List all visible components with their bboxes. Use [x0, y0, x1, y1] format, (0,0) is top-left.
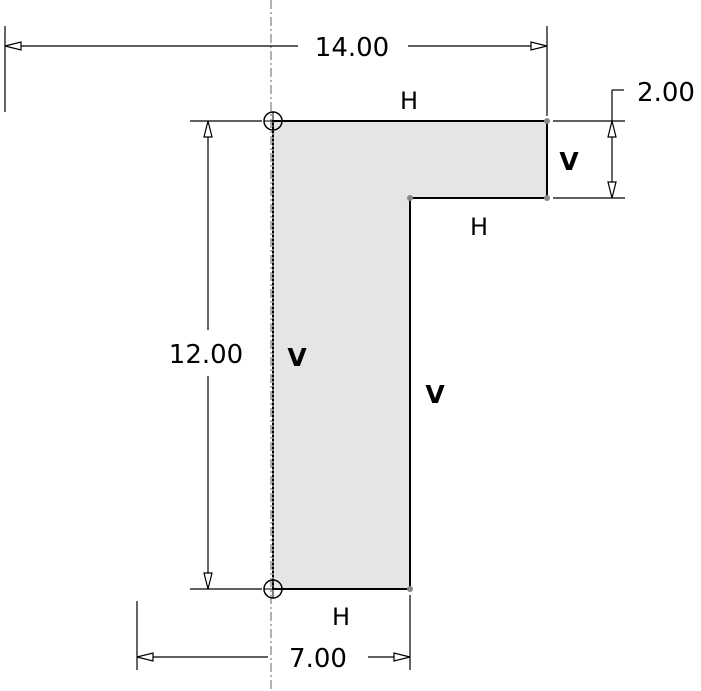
l-profile-shape[interactable]	[272, 120, 548, 590]
coincident-marker-bottom[interactable]	[263, 579, 283, 599]
dimension-flange-thickness[interactable]: 2.00	[553, 78, 695, 199]
vertex-point[interactable]	[544, 118, 550, 124]
constraint-horizontal-top[interactable]: H	[400, 87, 418, 115]
coincident-marker-top[interactable]	[263, 111, 283, 131]
dimension-text: 12.00	[169, 340, 243, 370]
constraint-vertical-left[interactable]: V	[287, 343, 307, 372]
constraint-vertical-flange[interactable]: V	[559, 147, 579, 176]
constraint-horizontal-bottom[interactable]: H	[332, 603, 350, 631]
dimension-text: 2.00	[637, 78, 695, 108]
dimension-top-width[interactable]: 14.00	[4, 26, 548, 116]
vertex-point[interactable]	[407, 586, 413, 592]
vertex-point[interactable]	[544, 195, 550, 201]
constraint-vertical-inner[interactable]: V	[425, 380, 445, 409]
dimension-text: 7.00	[289, 644, 347, 674]
dimension-bottom-width[interactable]: 7.00	[136, 595, 411, 674]
constraint-horizontal-flange-bottom[interactable]: H	[470, 213, 488, 241]
vertex-point[interactable]	[407, 195, 413, 201]
dimension-text: 14.00	[315, 33, 389, 63]
dimension-height[interactable]: 12.00	[169, 120, 262, 590]
